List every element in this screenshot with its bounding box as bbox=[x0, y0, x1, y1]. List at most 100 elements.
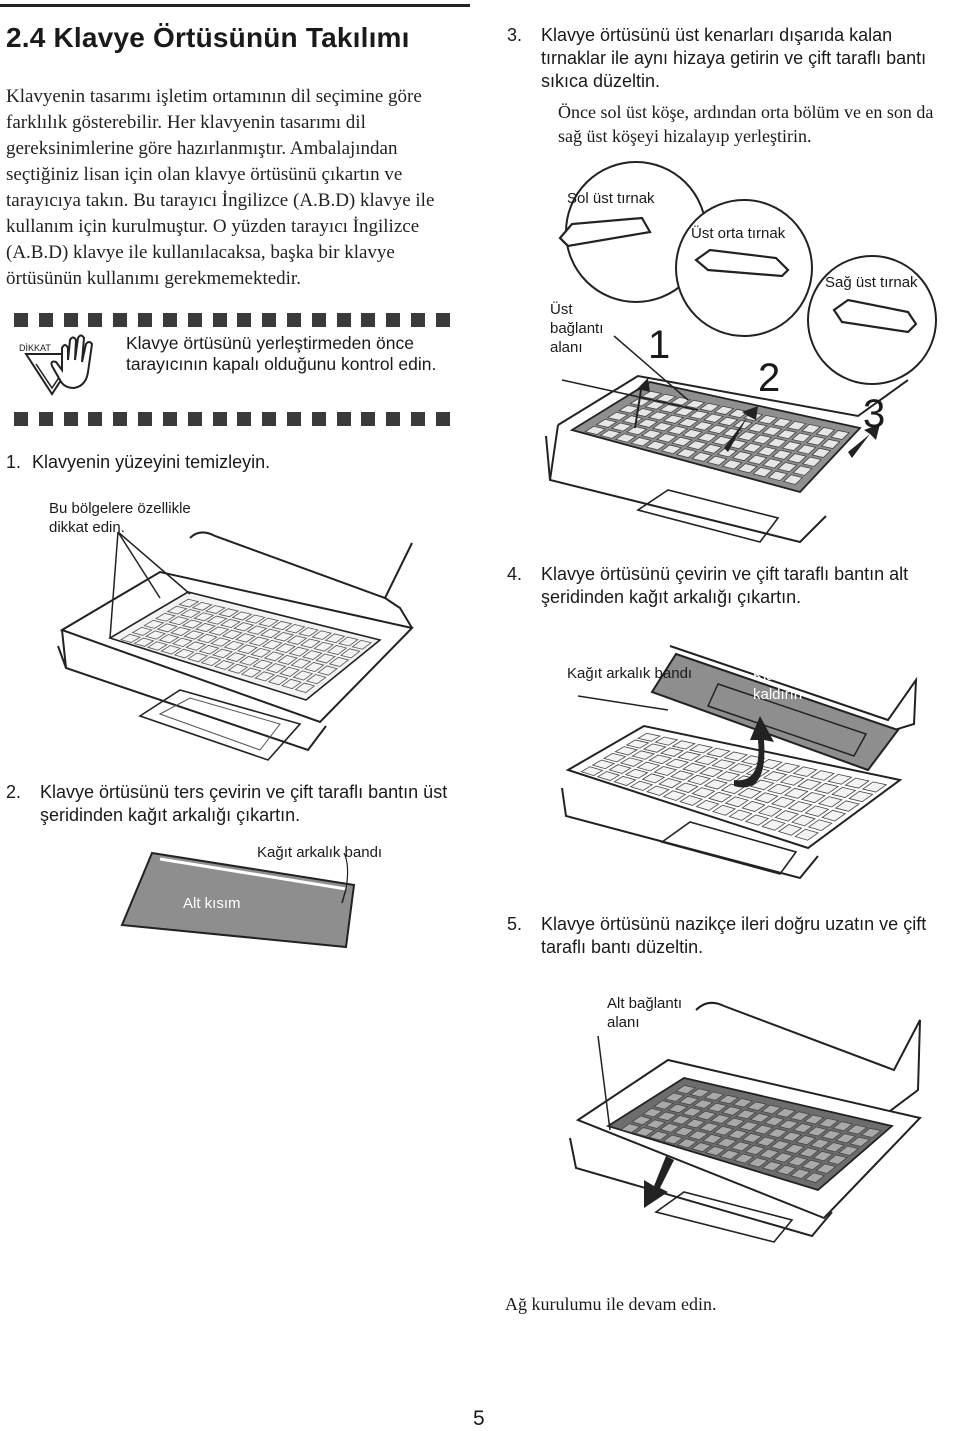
key-cap bbox=[193, 612, 215, 622]
step-2: 2. Klavye örtüsünü ters çevirin ve çift … bbox=[6, 781, 466, 827]
key-cap bbox=[775, 1164, 797, 1176]
step-2-text: Klavye örtüsünü ters çevirin ve çift tar… bbox=[40, 782, 448, 825]
key-cap bbox=[707, 424, 729, 435]
key-cap bbox=[711, 759, 736, 770]
key-cap bbox=[667, 1103, 689, 1114]
key-cap bbox=[807, 819, 833, 832]
key-cap bbox=[791, 432, 812, 443]
key-cap bbox=[606, 411, 629, 421]
key-cap bbox=[706, 747, 731, 758]
key-cap bbox=[196, 633, 218, 644]
step-4: 4. Klavye örtüsünü çevirin ve çift taraf… bbox=[507, 563, 952, 609]
key-cap bbox=[220, 618, 241, 629]
key-cap bbox=[614, 433, 637, 443]
key-cap bbox=[814, 783, 840, 794]
key-cap bbox=[275, 643, 296, 654]
key-cap bbox=[820, 438, 841, 449]
key-cap bbox=[796, 444, 817, 455]
key-cap bbox=[273, 632, 295, 642]
key-cap bbox=[724, 796, 749, 808]
step-3-number: 3. bbox=[507, 25, 523, 45]
key-cap bbox=[746, 454, 768, 465]
key-cap bbox=[783, 787, 809, 799]
step-3-illustration bbox=[545, 161, 937, 544]
step-5: 5. Klavye örtüsünü nazikçe ileri doğru u… bbox=[507, 913, 952, 959]
key-cap bbox=[208, 626, 230, 636]
key-cap bbox=[681, 1107, 703, 1117]
key-cap bbox=[629, 397, 652, 407]
key-cap bbox=[179, 609, 201, 618]
key-cap bbox=[634, 1127, 656, 1137]
key-cap bbox=[691, 451, 713, 462]
key-cap bbox=[677, 751, 702, 761]
key-cap bbox=[735, 1109, 757, 1120]
key-cap bbox=[658, 777, 682, 789]
key-cap bbox=[338, 636, 359, 647]
key-cap bbox=[261, 639, 283, 650]
key-cap bbox=[815, 426, 836, 437]
key-cap bbox=[191, 601, 213, 611]
key-cap bbox=[645, 440, 667, 451]
key-cap bbox=[844, 777, 870, 789]
key-cap bbox=[281, 678, 302, 690]
key-cap bbox=[618, 404, 640, 414]
key-cap bbox=[659, 747, 685, 757]
key-cap bbox=[703, 779, 728, 790]
key-cap bbox=[770, 796, 796, 808]
step-3: 3. Klavye örtüsünü üst kenarları dışarıd… bbox=[507, 24, 947, 93]
key-cap bbox=[644, 400, 666, 410]
key-cap bbox=[156, 623, 178, 633]
key-cap bbox=[779, 775, 805, 786]
key-cap bbox=[752, 1124, 774, 1135]
key-cap bbox=[673, 407, 695, 417]
key-cap bbox=[689, 1088, 711, 1098]
caution-text: Klavye örtüsünü yerleştirmeden önce tara… bbox=[126, 333, 437, 374]
step-1-illustration bbox=[57, 531, 414, 761]
key-cap bbox=[642, 743, 667, 753]
key-cap bbox=[351, 639, 372, 650]
step-4-illustration bbox=[561, 645, 918, 880]
key-cap bbox=[805, 435, 827, 446]
key-cap bbox=[654, 736, 679, 746]
key-cap bbox=[235, 633, 256, 643]
key-cap bbox=[133, 637, 155, 647]
key-cap bbox=[631, 1115, 653, 1126]
key-cap bbox=[306, 674, 327, 685]
key-cap bbox=[294, 682, 316, 693]
key-cap bbox=[698, 1122, 720, 1133]
key-cap bbox=[727, 1129, 749, 1140]
key-cap bbox=[767, 470, 789, 482]
key-cap bbox=[702, 413, 725, 423]
key-cap bbox=[762, 771, 788, 782]
section-title: 2.4 Klavye Örtüsünün Takılımı bbox=[6, 22, 410, 53]
key-cap bbox=[737, 787, 762, 799]
key-cap bbox=[277, 654, 298, 665]
key-cap bbox=[757, 805, 783, 817]
step-2-illustration bbox=[120, 851, 356, 949]
key-cap bbox=[728, 763, 753, 774]
key-cap bbox=[686, 774, 712, 786]
step-1-text: Klavyenin yüzeyini temizleyin. bbox=[32, 452, 271, 472]
callout-left-tab: Sol üst tırnak bbox=[567, 190, 655, 207]
key-cap bbox=[832, 1121, 854, 1132]
key-cap bbox=[263, 651, 285, 662]
key-cap bbox=[636, 418, 659, 428]
step-2-callout-backing: Kağıt arkalık bandı bbox=[257, 844, 383, 861]
key-cap bbox=[613, 775, 637, 786]
key-cap bbox=[804, 805, 830, 817]
key-cap bbox=[777, 461, 798, 473]
key-cap bbox=[716, 771, 741, 782]
key-cap bbox=[684, 1118, 706, 1129]
key-cap bbox=[646, 785, 670, 796]
key-cap bbox=[166, 605, 188, 615]
key-cap bbox=[778, 1119, 800, 1130]
caution-top-border bbox=[14, 313, 450, 327]
key-cap bbox=[198, 645, 220, 655]
key-cap bbox=[637, 732, 662, 742]
step-4-text: Klavye örtüsünü çevirin ve çift taraflı … bbox=[541, 564, 909, 607]
key-cap bbox=[301, 650, 323, 661]
key-cap bbox=[173, 648, 195, 659]
step-1: 1. Klavyenin yüzeyini temizleyin. bbox=[6, 451, 466, 474]
step-5-callout: Alt bağlantı alanı bbox=[607, 995, 683, 1031]
caution-bottom-border bbox=[14, 412, 450, 426]
